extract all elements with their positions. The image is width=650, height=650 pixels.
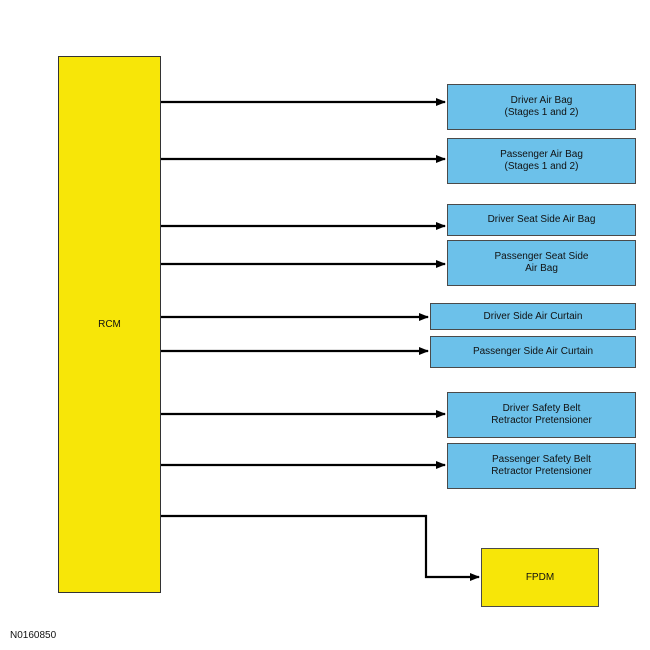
- figure-code: N0160850: [10, 630, 57, 641]
- driver-seat-side-air-bag-label: Driver Seat Side Air Bag: [487, 214, 596, 225]
- fpdm-box: FPDM: [481, 548, 599, 607]
- passenger-side-air-curtain-box: Passenger Side Air Curtain: [430, 336, 636, 368]
- driver-safety-belt-label: Driver Safety Belt Retractor Pretensione…: [491, 403, 592, 426]
- passenger-air-bag-label: Passenger Air Bag (Stages 1 and 2): [500, 149, 583, 172]
- driver-safety-belt-box: Driver Safety Belt Retractor Pretensione…: [447, 392, 636, 438]
- driver-air-bag-label: Driver Air Bag (Stages 1 and 2): [504, 95, 579, 118]
- rcm-label: RCM: [98, 318, 121, 330]
- fpdm-label: FPDM: [525, 571, 555, 583]
- passenger-air-bag-box: Passenger Air Bag (Stages 1 and 2): [447, 138, 636, 184]
- driver-air-bag-box: Driver Air Bag (Stages 1 and 2): [447, 84, 636, 130]
- passenger-seat-side-air-bag-box: Passenger Seat Side Air Bag: [447, 240, 636, 286]
- passenger-safety-belt-box: Passenger Safety Belt Retractor Pretensi…: [447, 443, 636, 489]
- driver-seat-side-air-bag-box: Driver Seat Side Air Bag: [447, 204, 636, 236]
- passenger-safety-belt-label: Passenger Safety Belt Retractor Pretensi…: [491, 454, 592, 477]
- passenger-seat-side-air-bag-label: Passenger Seat Side Air Bag: [494, 251, 589, 274]
- passenger-side-air-curtain-label: Passenger Side Air Curtain: [472, 346, 594, 357]
- rcm-module: RCM: [58, 56, 161, 593]
- driver-side-air-curtain-box: Driver Side Air Curtain: [430, 303, 636, 330]
- connector-fpdm: [161, 514, 480, 581]
- driver-side-air-curtain-label: Driver Side Air Curtain: [483, 310, 583, 322]
